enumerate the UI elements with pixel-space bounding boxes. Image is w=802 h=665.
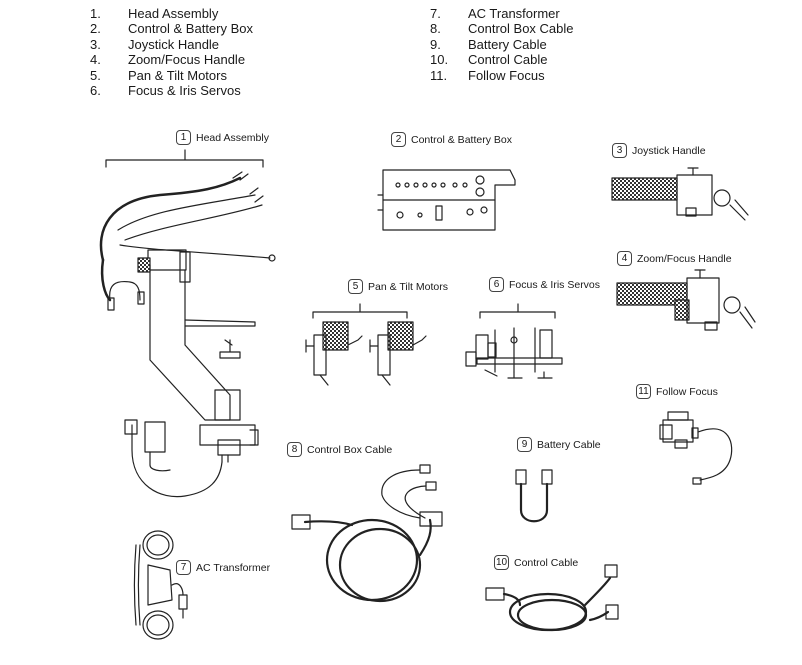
callout-ac-transformer: 7 AC Transformer xyxy=(176,560,270,575)
item-label: Joystick Handle xyxy=(128,36,220,52)
callout-follow-focus: 11 Follow Focus xyxy=(636,384,718,399)
parts-list-item-5: 5. Pan & Tilt Motors xyxy=(90,68,253,83)
callout-label: Follow Focus xyxy=(656,385,718,398)
parts-list-item-2: 2. Control & Battery Box xyxy=(90,21,253,36)
callout-label: Focus & Iris Servos xyxy=(509,278,601,291)
parts-list-right: 7. AC Transformer 8. Control Box Cable 9. B… xyxy=(430,6,574,83)
focus-iris-servos-drawing xyxy=(465,303,563,379)
item-number: 10. xyxy=(430,52,449,68)
callout-label: Pan & Tilt Motors xyxy=(368,280,448,293)
callout-number: 1 xyxy=(176,130,191,145)
callout-number: 4 xyxy=(617,251,632,266)
item-label: Control & Battery Box xyxy=(128,21,253,37)
control-cable-drawing xyxy=(485,564,619,632)
callout-label: Control & Battery Box xyxy=(411,133,512,146)
item-number: 8. xyxy=(430,21,441,37)
parts-list-left: 1.Head Assembly 2.Control & Battery Box … xyxy=(90,6,253,98)
callout-label: Battery Cable xyxy=(537,438,601,451)
control-box-cable-drawing xyxy=(291,464,443,603)
callout-battery-cable: 9 Battery Cable xyxy=(517,437,601,452)
item-label: Control Cable xyxy=(468,52,548,68)
item-number: 5. xyxy=(90,67,101,83)
callout-control-box-cable: 8 Control Box Cable xyxy=(287,442,392,457)
parts-list-item-11: 11. Follow Focus xyxy=(430,68,574,83)
zoom-focus-handle-drawing xyxy=(616,269,756,331)
parts-list-item-4: 4. Zoom/Focus Handle xyxy=(90,52,253,67)
item-label: Head Assembly xyxy=(128,6,219,21)
item-number: 4. xyxy=(90,52,101,68)
callout-pan-tilt-motors: 5 Pan & Tilt Motors xyxy=(348,279,448,294)
callout-label: Head Assembly xyxy=(196,131,269,144)
battery-cable-drawing xyxy=(515,469,553,523)
callout-number: 5 xyxy=(348,279,363,294)
pan-tilt-motors-drawing xyxy=(305,303,427,386)
item-label: Battery Cable xyxy=(468,36,547,52)
callout-control-cable: 10 Control Cable xyxy=(494,555,578,570)
follow-focus-drawing xyxy=(659,411,733,485)
callout-number: 11 xyxy=(636,384,651,399)
item-number: 7. xyxy=(430,6,441,21)
callout-label: Joystick Handle xyxy=(632,144,706,157)
callout-label: AC Transformer xyxy=(196,561,271,574)
parts-list-item-7: 7. AC Transformer xyxy=(430,6,574,21)
item-number: 9. xyxy=(430,36,441,52)
callout-control-battery-box: 2 Control & Battery Box xyxy=(391,132,512,147)
callout-zoom-focus-handle: 4 Zoom/Focus Handle xyxy=(617,251,732,266)
item-label: Zoom/Focus Handle xyxy=(128,52,246,68)
item-label: AC Transformer xyxy=(468,6,560,21)
callout-number: 10 xyxy=(494,555,509,570)
parts-list-item-8: 8. Control Box Cable xyxy=(430,21,574,36)
callout-focus-iris-servos: 6 Focus & Iris Servos xyxy=(489,277,600,292)
callout-number: 8 xyxy=(287,442,302,457)
parts-list-item-3: 3. Joystick Handle xyxy=(90,37,253,52)
item-label: Control Box Cable xyxy=(468,21,574,37)
callout-number: 9 xyxy=(517,437,532,452)
item-number: 6. xyxy=(90,83,101,99)
head-assembly-bracket xyxy=(105,149,264,168)
item-number: 2. xyxy=(90,21,101,37)
ac-transformer-drawing xyxy=(133,530,188,640)
item-label: Focus & Iris Servos xyxy=(128,83,241,99)
callout-number: 7 xyxy=(176,560,191,575)
item-number: 1. xyxy=(90,6,101,21)
head-assembly-drawing xyxy=(99,171,276,498)
parts-list-item-10: 10. Control Cable xyxy=(430,52,574,67)
callout-label: Control Cable xyxy=(514,556,579,569)
item-label: Pan & Tilt Motors xyxy=(128,67,227,83)
callout-label: Control Box Cable xyxy=(307,443,393,456)
callout-number: 3 xyxy=(612,143,627,158)
callout-joystick-handle: 3 Joystick Handle xyxy=(612,143,706,158)
parts-list-item-6: 6. Focus & Iris Servos xyxy=(90,83,253,98)
callout-head-assembly: 1 Head Assembly xyxy=(176,130,269,145)
joystick-handle-drawing xyxy=(611,167,749,221)
control-battery-box-drawing xyxy=(377,169,516,231)
item-label: Follow Focus xyxy=(468,67,545,83)
item-number: 11. xyxy=(430,67,448,83)
parts-list-item-1: 1. Head Assembly xyxy=(90,6,253,21)
item-number: 3. xyxy=(90,36,101,52)
callout-label: Zoom/Focus Handle xyxy=(637,252,732,265)
parts-list-item-9: 9. Battery Cable xyxy=(430,37,574,52)
callout-number: 6 xyxy=(489,277,504,292)
callout-number: 2 xyxy=(391,132,406,147)
